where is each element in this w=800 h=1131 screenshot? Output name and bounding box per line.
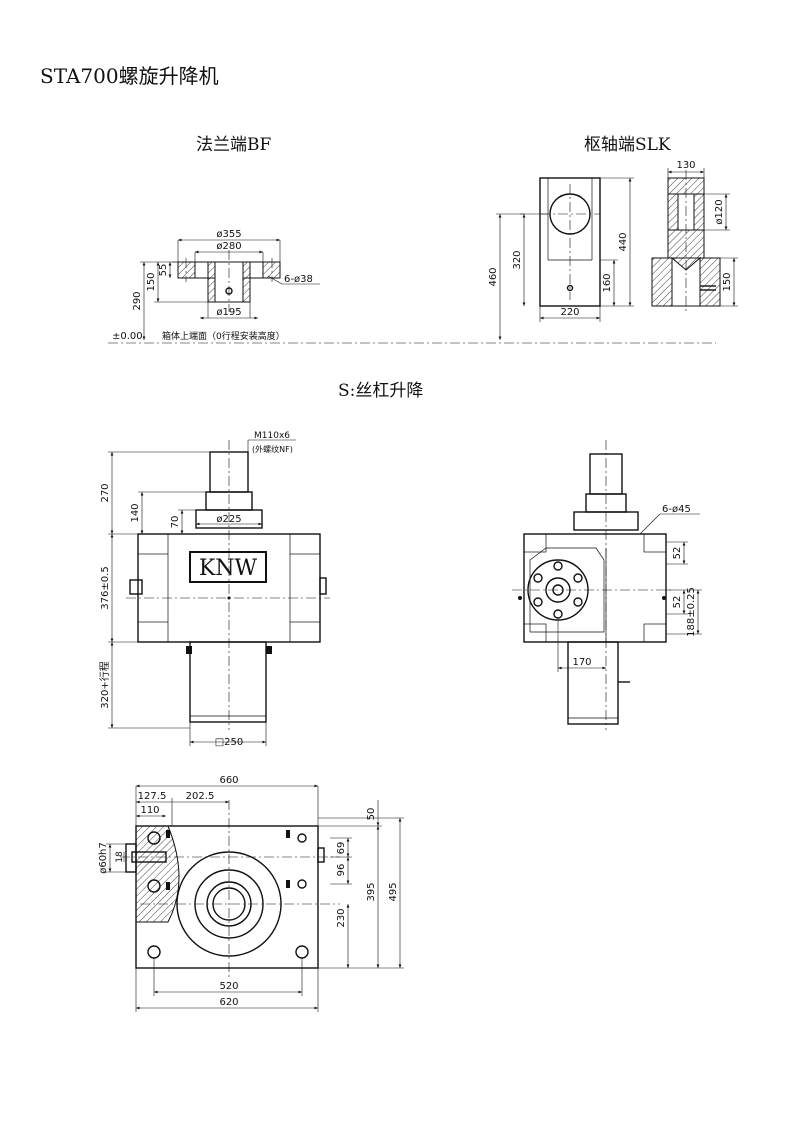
s-front-view: KNW M110x6 (外螺纹NF) 270 140 70 ø225 376±0… — [98, 431, 330, 748]
slk-dim-130: 130 — [676, 160, 695, 171]
datum-note: 箱体上端面（0行程安装高度） — [162, 330, 285, 342]
bf-dim-pilot: ø280 — [216, 241, 241, 252]
s-dim-320: 320+行程 — [98, 661, 111, 708]
s-dim-thread: M110x6 — [254, 431, 290, 441]
bf-dim-55: 55 — [158, 264, 169, 277]
s-side-view: 6-ø45 52 52 188±0.25 170 — [512, 440, 702, 730]
bf-flange-view: ø355 ø280 ø195 6-ø38 55 150 290 — [132, 229, 320, 340]
brand-label: KNW — [199, 556, 258, 581]
plan-dim-395: 395 — [366, 882, 377, 901]
plan-dim-96: 96 — [336, 864, 347, 877]
s-dim-376: 376±0.5 — [100, 566, 111, 609]
s-dim-52b: 52 — [672, 596, 683, 609]
slk-dim-d120: ø120 — [714, 199, 725, 224]
s-dim-52a: 52 — [672, 547, 683, 560]
s-dim-270: 270 — [100, 483, 111, 502]
plan-dim-69: 69 — [336, 842, 347, 855]
plan-dim-110: 110 — [140, 805, 159, 816]
plan-dim-50: 50 — [366, 808, 377, 821]
s-dim-holes: 6-ø45 — [662, 504, 691, 515]
bf-dim-holes: 6-ø38 — [284, 274, 313, 285]
slk-dim-220: 220 — [560, 307, 579, 318]
protective-tube — [189, 641, 267, 723]
s-dim-sq250: □250 — [215, 737, 244, 748]
slk-view-header: 枢轴端SLK — [584, 135, 671, 155]
plan-worm-section — [135, 825, 180, 923]
bf-dim-290: 290 — [132, 291, 143, 310]
plan-dim-495: 495 — [388, 882, 399, 901]
bf-dim-150: 150 — [146, 272, 157, 291]
bf-view-header: 法兰端BF — [196, 135, 272, 155]
slk-dim-150: 150 — [722, 272, 733, 291]
bf-dim-flange: ø355 — [216, 229, 241, 240]
slk-dim-440: 440 — [618, 232, 629, 251]
slk-dim-160: 160 — [602, 273, 613, 292]
datum-zero: ±0.00 — [112, 331, 143, 342]
s-view-header: S:丝杠升降 — [338, 381, 424, 401]
bf-dim-bottom: ø195 — [216, 307, 241, 318]
slk-pivot-view: 220 320 440 160 460 130 ø120 — [488, 160, 738, 340]
plan-dim-660: 660 — [219, 775, 238, 786]
plan-dim-520: 520 — [219, 981, 238, 992]
plan-dim-18: 18 — [115, 851, 125, 863]
slk-side-body — [539, 177, 601, 307]
s-dim-thread-note: (外螺纹NF) — [252, 444, 293, 454]
side-housing — [523, 533, 667, 643]
s-dim-140: 140 — [130, 503, 141, 522]
drawing-title: STA700螺旋升降机 — [40, 64, 219, 88]
slk-dim-460: 460 — [488, 267, 499, 286]
s-dim-d225: ø225 — [216, 514, 241, 525]
s-plan-view: 660 127.5 202.5 110 ø60h7 18 50 69 96 23… — [98, 775, 404, 1012]
input-shaft — [129, 579, 143, 595]
screw-nut — [195, 509, 263, 529]
slk-dim-320: 320 — [512, 250, 523, 269]
s-dim-170: 170 — [572, 657, 591, 668]
plan-dim-127: 127.5 — [138, 791, 167, 802]
s-dim-70: 70 — [170, 516, 181, 529]
plan-dim-620: 620 — [219, 997, 238, 1008]
plan-dim-d60: ø60h7 — [98, 842, 109, 874]
plan-dim-230: 230 — [336, 908, 347, 927]
brand-plate — [189, 551, 267, 583]
s-dim-188: 188±0.25 — [686, 587, 697, 637]
plan-dim-202: 202.5 — [186, 791, 215, 802]
